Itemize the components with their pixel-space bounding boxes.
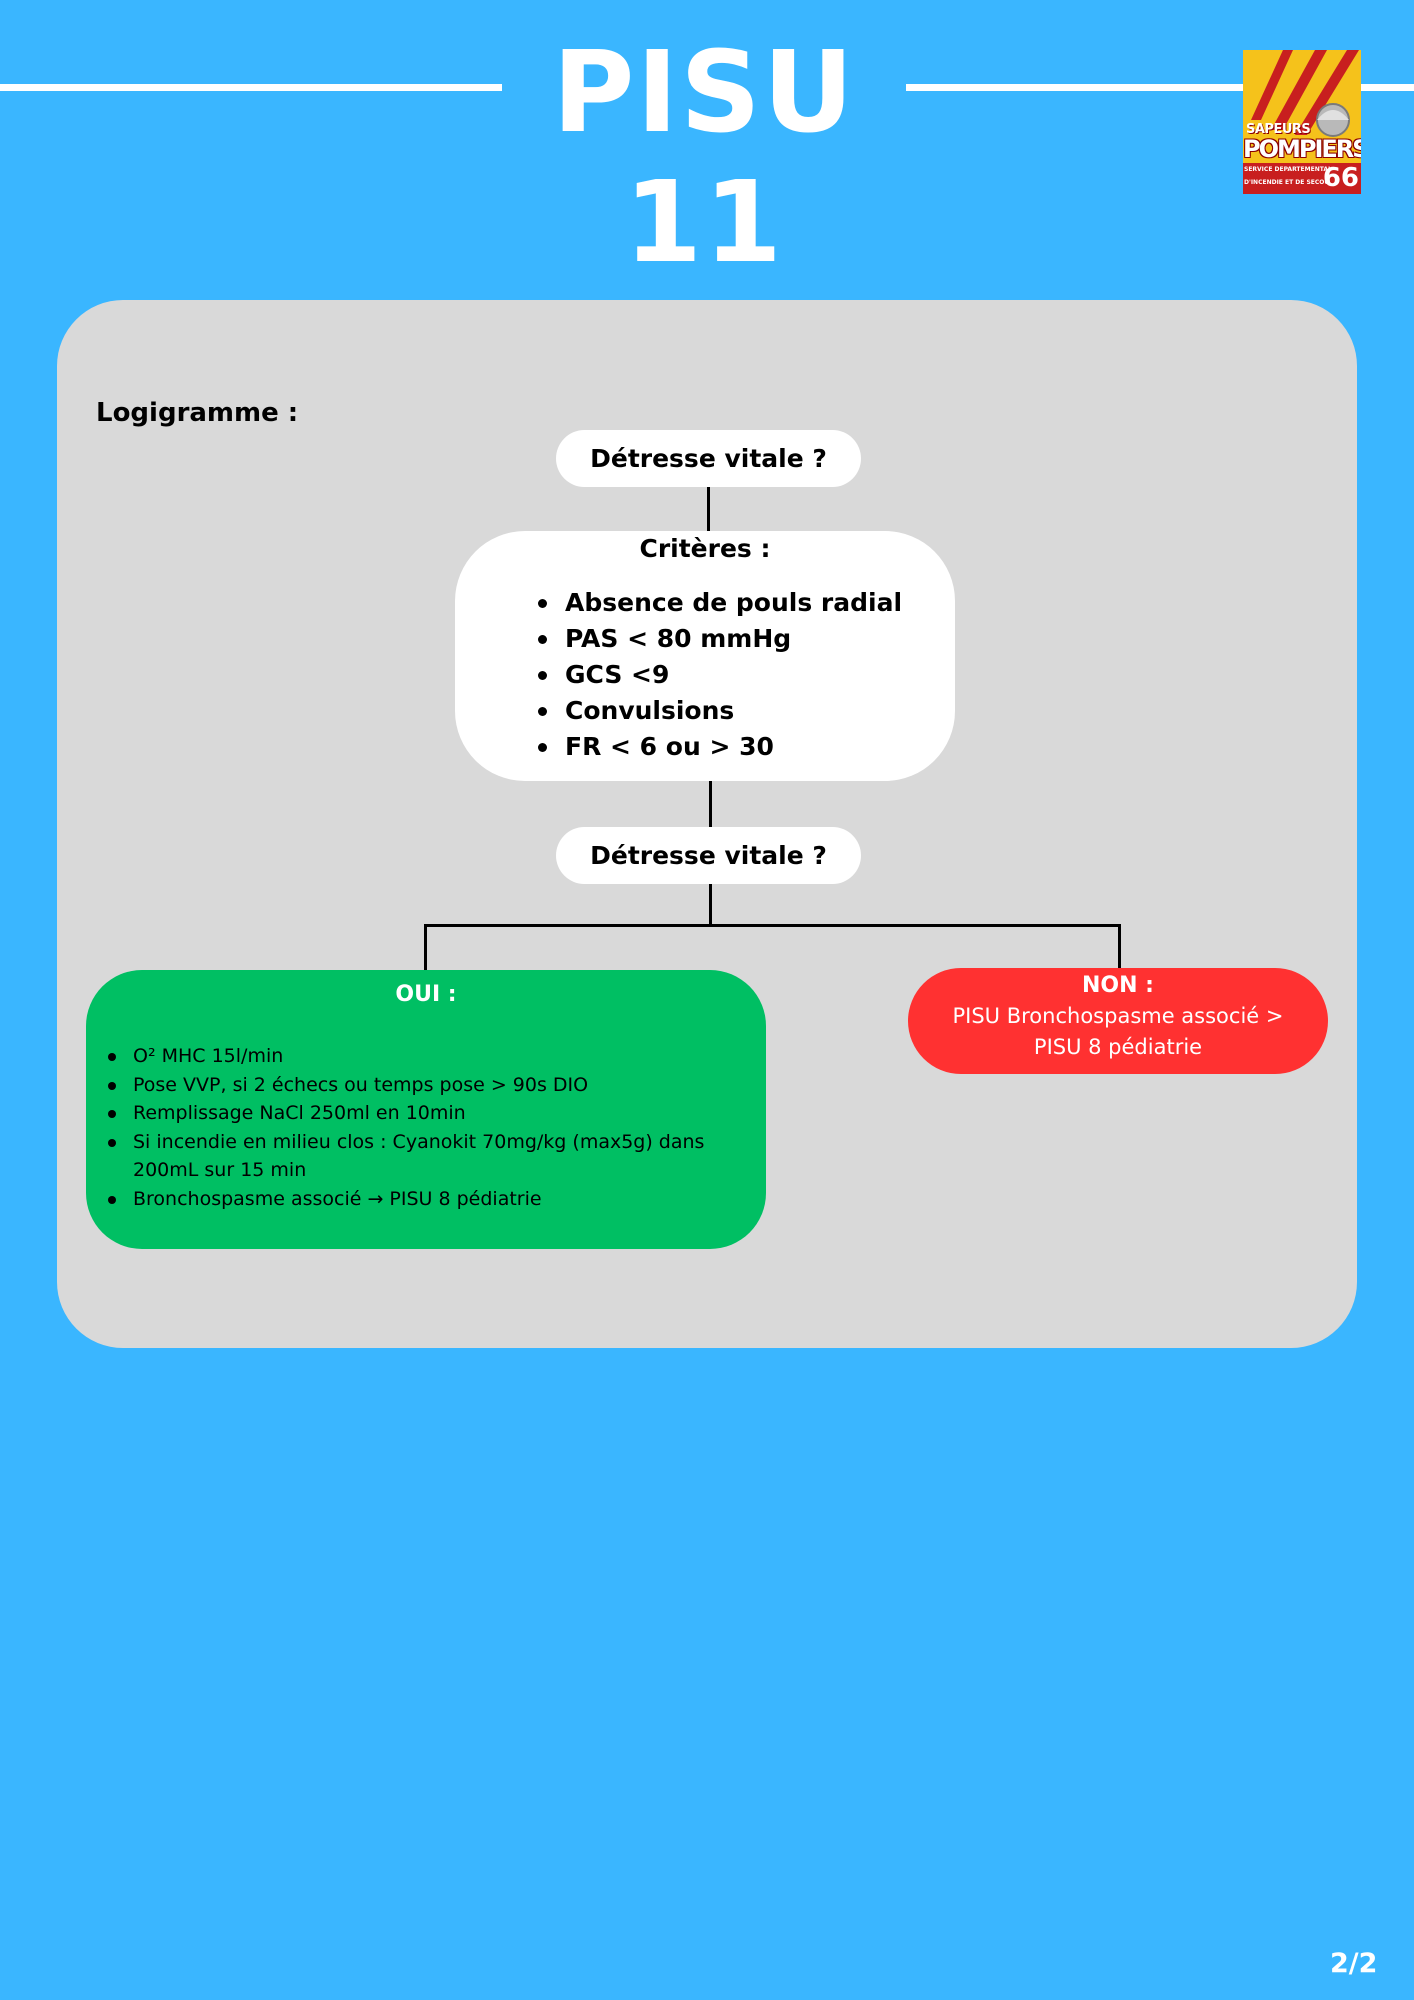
title-rule-right — [906, 84, 1414, 91]
no-branch-line-1: PISU Bronchospasme associé > — [952, 1004, 1284, 1028]
question-top: Détresse vitale ? — [556, 430, 861, 487]
connector-yes-drop — [424, 924, 427, 971]
logo-sapeurs-text: SAPEURS — [1246, 122, 1311, 137]
criteria-item: PAS < 80 mmHg — [538, 621, 945, 657]
sdis-66-logo: SAPEURS POMPIERS SERVICE DÉPARTEMENTAL D… — [1243, 50, 1361, 194]
criteria-title: Critères : — [639, 534, 771, 563]
connector-top — [707, 486, 710, 532]
yes-branch-item: Si incendie en milieu clos : Cyanokit 70… — [108, 1128, 743, 1185]
connector-middle — [709, 781, 712, 827]
page-number: 2/2 — [1330, 1948, 1378, 1979]
yes-branch-item: O² MHC 15l/min — [108, 1042, 743, 1071]
criteria-item: Convulsions — [538, 693, 945, 729]
criteria-list: Absence de pouls radial PAS < 80 mmHg GC… — [538, 585, 945, 765]
logo-pompiers-text: POMPIERS — [1243, 135, 1361, 163]
no-branch-line-2: PISU 8 pédiatrie — [1033, 1035, 1203, 1059]
logo-number: 66 — [1322, 163, 1359, 193]
title-rule-left — [0, 84, 502, 91]
connector-no-drop — [1118, 924, 1121, 969]
criteria-item: FR < 6 ou > 30 — [538, 729, 945, 765]
yes-branch-list: O² MHC 15l/min Pose VVP, si 2 échecs ou … — [108, 1042, 743, 1214]
connector-horizontal — [424, 924, 1121, 927]
criteria-box: Critères : Absence de pouls radial PAS <… — [455, 531, 955, 781]
yes-branch-item: Bronchospasme associé → PISU 8 pédiatrie — [108, 1185, 743, 1214]
logo-band: SERVICE DÉPARTEMENTAL D'INCENDIE ET DE S… — [1243, 163, 1361, 194]
connector-bottom-stem — [709, 882, 712, 926]
claw-stripes-icon — [1251, 50, 1359, 137]
question-bottom: Détresse vitale ? — [556, 827, 861, 884]
yes-branch-item: Remplissage NaCl 250ml en 10min — [108, 1099, 743, 1128]
page-title: PISU 11 — [552, 28, 856, 288]
flowchart-label: Logigramme : — [96, 398, 299, 428]
yes-branch-title: OUI : — [395, 982, 457, 1007]
no-branch-title: NON : — [1082, 973, 1154, 998]
criteria-item: GCS <9 — [538, 657, 945, 693]
criteria-item: Absence de pouls radial — [538, 585, 945, 621]
logo-subtitle-1: SERVICE DÉPARTEMENTAL — [1244, 166, 1330, 173]
yes-branch-box: OUI : O² MHC 15l/min Pose VVP, si 2 éche… — [86, 970, 766, 1249]
yes-branch-item: Pose VVP, si 2 échecs ou temps pose > 90… — [108, 1071, 743, 1100]
no-branch-box: NON : PISU Bronchospasme associé > PISU … — [908, 968, 1328, 1074]
logo-subtitle-2: D'INCENDIE ET DE SECOURS — [1244, 179, 1330, 186]
